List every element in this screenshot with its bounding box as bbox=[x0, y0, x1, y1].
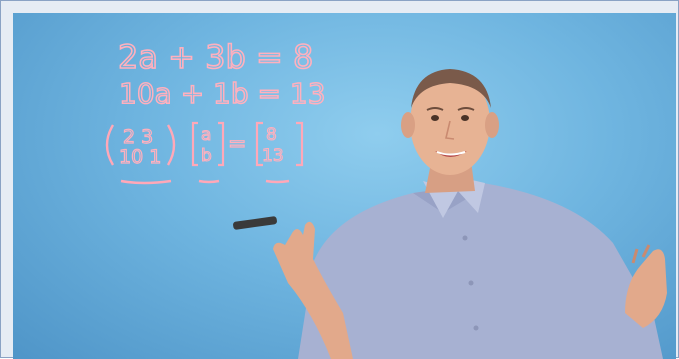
matrix-row-1: 2 3 bbox=[123, 126, 153, 148]
equation-line-2: 10a + 1b = 13 bbox=[119, 77, 326, 110]
equation-line-1: 2a + 3b = 8 bbox=[118, 38, 313, 76]
lecture-scene: 2a + 3b = 8 10a + 1b = 13 2 3 10 1 a b =… bbox=[105, 37, 667, 359]
output-vector-top: 8 bbox=[266, 125, 277, 145]
output-vector-bottom: 13 bbox=[262, 146, 284, 166]
input-vector-top: a bbox=[201, 125, 211, 145]
input-vector-bottom: b bbox=[201, 146, 212, 166]
video-player[interactable]: 2a + 3b = 8 10a + 1b = 13 2 3 10 1 a b =… bbox=[13, 13, 676, 359]
equals-sign: = bbox=[228, 132, 246, 157]
board-handwriting: 2a + 3b = 8 10a + 1b = 13 2 3 10 1 a b =… bbox=[105, 37, 326, 185]
matrix-row-2: 10 1 bbox=[119, 146, 161, 168]
presenter bbox=[233, 69, 667, 359]
